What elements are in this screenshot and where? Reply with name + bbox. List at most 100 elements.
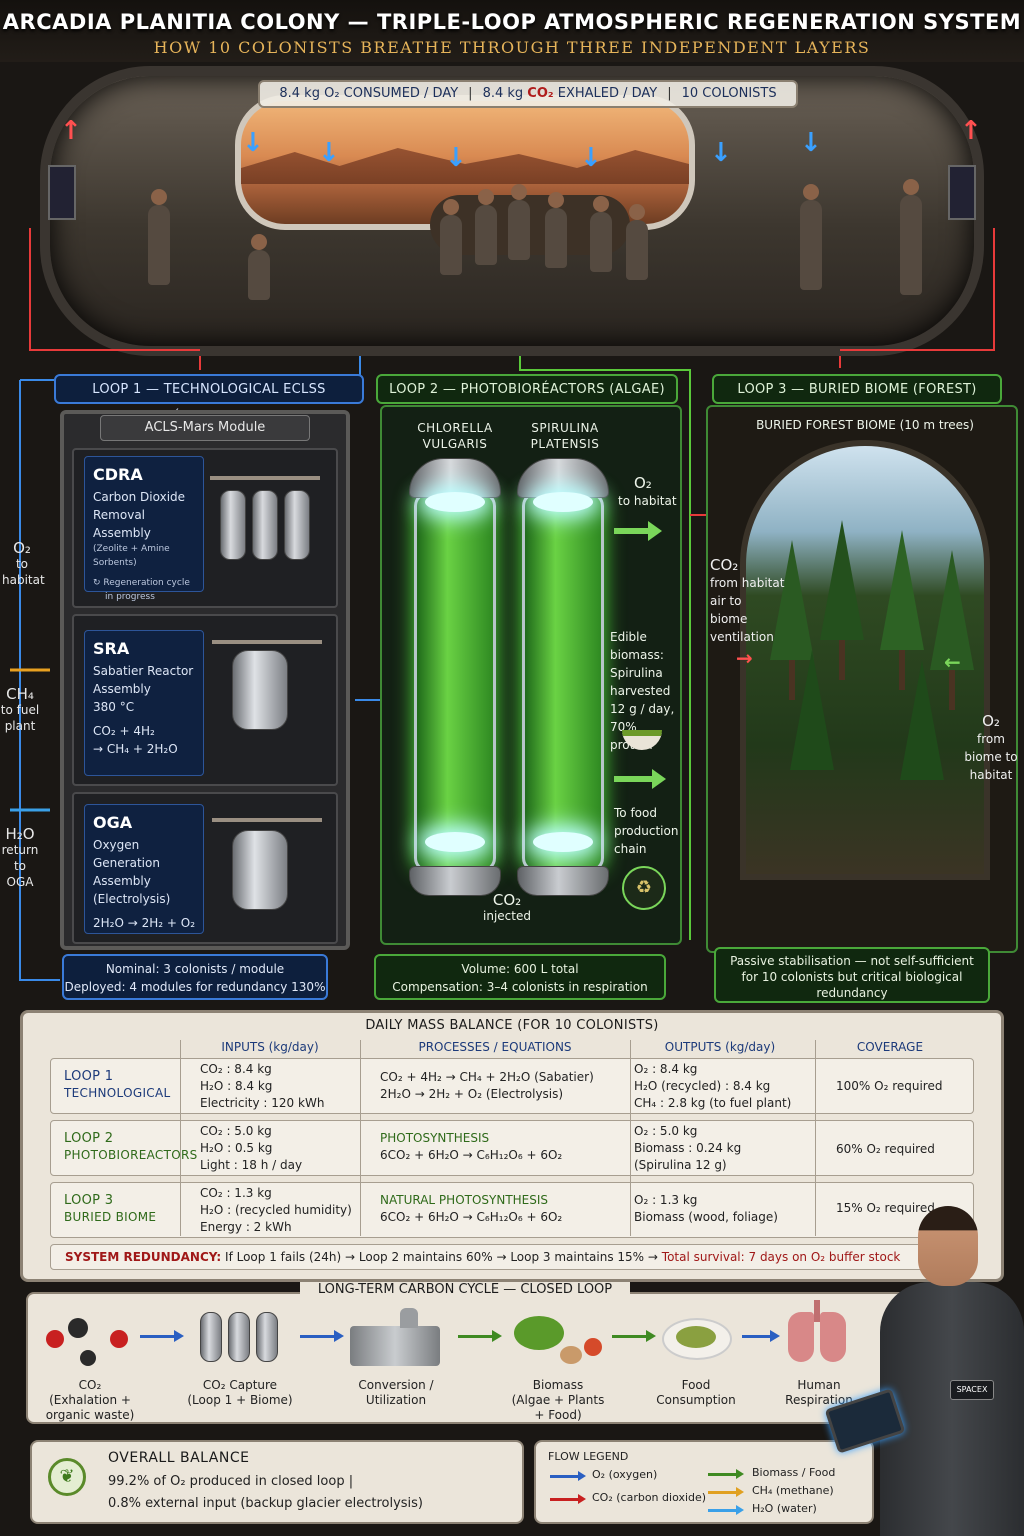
colonist-figure (148, 189, 170, 285)
co2-injected-text: injected (483, 909, 531, 923)
colonist-figure (900, 179, 922, 295)
side-label-line: to fuel (0, 703, 40, 717)
tree (930, 550, 974, 670)
cycle-step-line: + Food) (534, 1408, 582, 1422)
colonist-figure (475, 189, 497, 265)
output-line: O₂ : 1.3 kg (634, 1193, 698, 1207)
bioreactor-light (533, 492, 593, 512)
mass-balance-title: DAILY MASS BALANCE (FOR 10 COLONISTS) (365, 1018, 659, 1033)
capture-tank-icon (228, 1312, 250, 1362)
loop2-footer: Volume: 600 L total Compensation: 3–4 co… (374, 954, 666, 1000)
capture-tank-icon (200, 1312, 222, 1362)
o2-label: O₂ (634, 474, 652, 492)
mushroom-icon (560, 1346, 582, 1364)
capture-tank-icon (256, 1312, 278, 1362)
redundancy-text: If Loop 1 fails (24h) → Loop 2 maintains… (221, 1250, 662, 1264)
carbon-atom-icon (68, 1318, 88, 1338)
legend-h2o-arrow-icon (708, 1505, 744, 1515)
o2-flow-arrow-icon: ↓ (318, 138, 340, 168)
sorbent-tank (252, 490, 278, 560)
loop-label-line: LOOP 3 (64, 1193, 114, 1208)
input-line: CO₂ : 1.3 kg (200, 1186, 272, 1200)
page-subtitle: HOW 10 COLONISTS BREATHE THROUGH THREE I… (153, 38, 871, 57)
row-processes: PHOTOSYNTHESIS 6CO₂ + 6H₂O → C₆H₁₂O₆ + 6… (380, 1130, 562, 1164)
oxygen-atom-icon (46, 1330, 64, 1348)
process-line: CO₂ + 4H₂ → CH₄ + 2H₂O (Sabatier) (380, 1070, 594, 1084)
food-line: chain (614, 842, 647, 856)
cdra-line: Removal Assembly (93, 508, 151, 540)
table-row (50, 1120, 974, 1176)
food-line: To food (614, 806, 657, 820)
table-row (50, 1058, 974, 1114)
colonist-figure (440, 199, 462, 275)
loop3-header: LOOP 3 — BURIED BIOME (FOREST) (712, 374, 1002, 404)
input-line: H₂O : 8.4 kg (200, 1079, 273, 1093)
oxygen-atom-icon (110, 1330, 128, 1348)
oga-name: OGA (93, 813, 133, 832)
edible-biomass-note: Edible biomass: Spirulina harvested 12 g… (610, 628, 680, 754)
loop1-footer-line: Nominal: 3 colonists / module (105, 962, 285, 976)
legend-title: FLOW LEGEND (548, 1450, 629, 1463)
pipe (212, 640, 322, 644)
spirulina-title: SPIRULINA PLATENSIS (515, 420, 615, 452)
input-line: CO₂ : 5.0 kg (200, 1124, 272, 1138)
o2-line: from (977, 732, 1005, 746)
oga-info-card: OGA Oxygen Generation Assembly (Electrol… (84, 804, 204, 934)
factory-icon (350, 1326, 440, 1366)
loop3-footer: Passive stabilisation — not self-suffici… (714, 947, 990, 1003)
side-label-line: to (15, 557, 29, 571)
redundancy-total: Total survival: 7 days on O₂ buffer stoc… (661, 1250, 901, 1264)
chlorella-bioreactor-tube (414, 492, 496, 872)
cycle-step-line: Respiration (785, 1393, 853, 1407)
sra-line: Assembly (93, 682, 151, 696)
cycle-step-line: Biomass (532, 1378, 584, 1392)
co2-to-biome-label: CO₂ from habitat air to biome ventilatio… (710, 556, 790, 646)
bioreactor-light (425, 492, 485, 512)
h2o-return-label: H₂O return to OGA (0, 826, 40, 890)
flow-arrow-icon (612, 1330, 656, 1342)
tree (820, 520, 864, 640)
process-title: PHOTOSYNTHESIS (380, 1131, 490, 1145)
tree-trunk (899, 650, 905, 690)
loop-label-line: PHOTOBIOREACTORS (64, 1148, 198, 1162)
col-header-processes: PROCESSES / EQUATIONS (418, 1040, 572, 1054)
cycle-step-respiration: Human Respiration (774, 1378, 864, 1408)
tube-title-line: SPIRULINA (531, 421, 599, 435)
legend-o2-arrow-icon (550, 1471, 586, 1481)
food-icon (676, 1326, 716, 1348)
pipe (212, 818, 322, 822)
engineer-body (880, 1282, 1024, 1536)
tube-title-line: PLATENSIS (530, 437, 600, 451)
legend-item: H₂O (water) (752, 1502, 817, 1515)
row-loop-label: LOOP 1 TECHNOLOGICAL (64, 1068, 170, 1102)
co2-line: air to (710, 594, 742, 608)
loop3-footer-line: redundancy (816, 986, 888, 1000)
sabatier-reactor (232, 650, 288, 730)
legend-biomass-arrow-icon (708, 1469, 744, 1479)
cycle-step-line: Utilization (365, 1393, 427, 1407)
overall-balance-title: OVERALL BALANCE (108, 1450, 250, 1466)
tree (900, 660, 944, 780)
cycle-step-line: organic waste) (45, 1408, 135, 1422)
o2-flow-arrow-icon: ↓ (242, 128, 264, 158)
o2-flow-arrow-icon: ↓ (580, 143, 602, 173)
cycle-step-capture: CO₂ Capture (Loop 1 + Biome) (180, 1378, 300, 1408)
o2-label: O₂ (982, 712, 1000, 730)
acls-module-title: ACLS-Mars Module (100, 415, 310, 441)
side-label-line: habitat (2, 573, 45, 587)
o2-flow-arrow-icon: ↓ (800, 128, 822, 158)
carbon-cycle-panel (26, 1292, 906, 1424)
o2-output-arrow-icon (614, 521, 662, 541)
output-line: CH₄ : 2.8 kg (to fuel plant) (634, 1096, 792, 1110)
column-divider (630, 1040, 631, 1236)
cycle-step-line: (Loop 1 + Biome) (187, 1393, 293, 1407)
side-label-line: plant (4, 719, 36, 733)
loop1-footer-line: Deployed: 4 modules for redundancy 130% (64, 980, 326, 994)
chlorella-title: CHLORELLA VULGARIS (405, 420, 505, 452)
loop3-footer-line: Passive stabilisation — not self-suffici… (730, 954, 974, 968)
co2-flow-arrow-icon: → (736, 646, 753, 670)
cycle-step-food: Food Consumption (644, 1378, 748, 1408)
oga-equation: 2H₂O → 2H₂ + O₂ (93, 916, 196, 930)
o2-from-biome-label: O₂ from biome to habitat (962, 712, 1020, 784)
o2-line: biome to (964, 750, 1018, 764)
